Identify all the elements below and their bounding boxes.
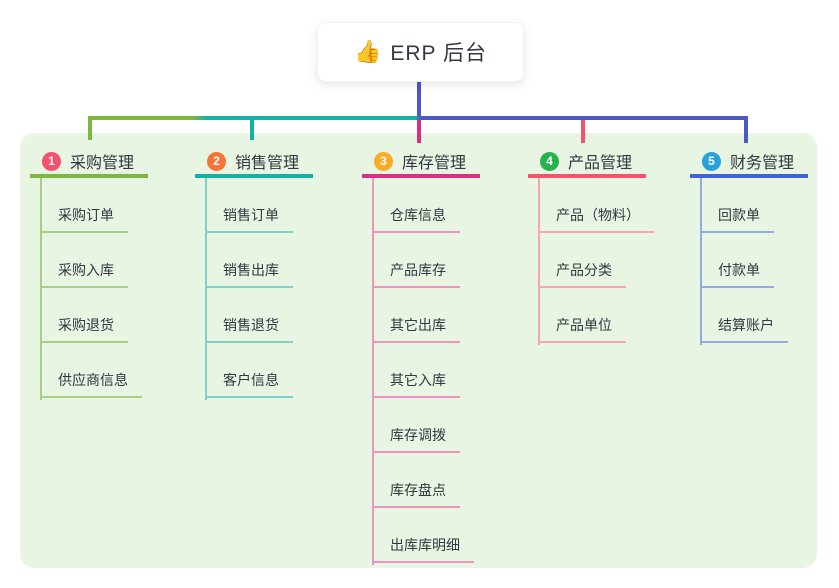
- child-row: 采购入库: [40, 233, 190, 288]
- thumbs-up-icon: 👍: [353, 39, 382, 64]
- branch: 2 销售管理 销售订单 销售出库 销售退货 客户信息: [195, 148, 355, 400]
- child-row: 销售订单: [205, 178, 355, 233]
- branch-title: 库存管理: [402, 155, 467, 172]
- child-node[interactable]: 供应商信息: [40, 370, 142, 398]
- child-node[interactable]: 销售退货: [205, 315, 293, 343]
- child-row: 付款单: [700, 233, 839, 288]
- root-node[interactable]: 👍 ERP 后台: [317, 22, 524, 82]
- child-row: 产品分类: [538, 233, 688, 288]
- branch-title: 销售管理: [235, 155, 300, 172]
- branch: 1 采购管理 采购订单 采购入库 采购退货 供应商信息: [30, 148, 190, 400]
- branch-children: 回款单 付款单 结算账户: [690, 178, 839, 345]
- branch-children: 仓库信息 产品库存 其它出库 其它入库 库存调拨 库存盘点 出库库明细: [362, 178, 522, 565]
- child-node[interactable]: 其它入库: [372, 370, 460, 398]
- child-node[interactable]: 产品（物料）: [538, 205, 654, 233]
- child-row: 出库库明细: [372, 508, 522, 563]
- child-node[interactable]: 销售出库: [205, 260, 293, 288]
- branch-children: 产品（物料） 产品分类 产品单位: [528, 178, 688, 345]
- child-row: 仓库信息: [372, 178, 522, 233]
- branch-title: 采购管理: [70, 155, 135, 172]
- child-row: 产品（物料）: [538, 178, 688, 233]
- root-connector-line: [417, 80, 421, 118]
- child-row: 客户信息: [205, 343, 355, 398]
- branch-drop-line: [88, 116, 92, 140]
- branch-number-badge: 5: [702, 151, 721, 171]
- branch-rail-line: [88, 116, 748, 120]
- branch-children: 销售订单 销售出库 销售退货 客户信息: [195, 178, 355, 400]
- child-node[interactable]: 付款单: [700, 260, 774, 288]
- child-row: 产品单位: [538, 288, 688, 343]
- branch-drop-line: [744, 116, 748, 143]
- child-node[interactable]: 仓库信息: [372, 205, 460, 233]
- branch-title: 产品管理: [568, 155, 633, 172]
- child-row: 销售退货: [205, 288, 355, 343]
- branches-panel: [20, 133, 817, 568]
- branch-header[interactable]: 3 库存管理: [362, 148, 480, 178]
- branch-number-badge: 1: [42, 151, 61, 171]
- child-row: 回款单: [700, 178, 839, 233]
- branch-number-badge: 3: [374, 151, 393, 171]
- child-node[interactable]: 产品分类: [538, 260, 626, 288]
- child-row: 其它出库: [372, 288, 522, 343]
- branch-header[interactable]: 1 采购管理: [30, 148, 148, 178]
- branch-child-connector-line: [538, 178, 540, 345]
- branch-title: 财务管理: [730, 155, 795, 172]
- branch-drop-line: [417, 120, 421, 143]
- child-node[interactable]: 销售订单: [205, 205, 293, 233]
- branch-children: 采购订单 采购入库 采购退货 供应商信息: [30, 178, 190, 400]
- child-node[interactable]: 库存盘点: [372, 480, 460, 508]
- branch-header[interactable]: 2 销售管理: [195, 148, 313, 178]
- child-row: 产品库存: [372, 233, 522, 288]
- child-node[interactable]: 出库库明细: [372, 535, 474, 563]
- child-node[interactable]: 产品单位: [538, 315, 626, 343]
- root-node-label: ERP 后台: [390, 42, 488, 65]
- child-node[interactable]: 采购退货: [40, 315, 128, 343]
- child-node[interactable]: 结算账户: [700, 315, 788, 343]
- branch-header[interactable]: 5 财务管理: [690, 148, 808, 178]
- branch: 5 财务管理 回款单 付款单 结算账户: [690, 148, 839, 345]
- child-node[interactable]: 其它出库: [372, 315, 460, 343]
- branch-number-badge: 2: [207, 151, 226, 171]
- branch: 3 库存管理 仓库信息 产品库存 其它出库 其它入库 库存调拨 库存盘点 出库库…: [362, 148, 522, 565]
- branch: 4 产品管理 产品（物料） 产品分类 产品单位: [528, 148, 688, 345]
- branch-child-connector-line: [372, 178, 374, 565]
- child-row: 其它入库: [372, 343, 522, 398]
- branch-child-connector-line: [40, 178, 42, 400]
- child-node[interactable]: 库存调拨: [372, 425, 460, 453]
- child-row: 采购订单: [40, 178, 190, 233]
- branch-header[interactable]: 4 产品管理: [528, 148, 646, 178]
- branch-child-connector-line: [205, 178, 207, 400]
- child-node[interactable]: 客户信息: [205, 370, 293, 398]
- child-row: 库存调拨: [372, 398, 522, 453]
- child-node[interactable]: 产品库存: [372, 260, 460, 288]
- child-node[interactable]: 采购入库: [40, 260, 128, 288]
- branch-number-badge: 4: [540, 151, 559, 171]
- branch-child-connector-line: [700, 178, 702, 345]
- child-row: 库存盘点: [372, 453, 522, 508]
- child-row: 供应商信息: [40, 343, 190, 398]
- branch-drop-line: [250, 120, 254, 140]
- child-node[interactable]: 采购订单: [40, 205, 128, 233]
- child-row: 结算账户: [700, 288, 839, 343]
- child-node[interactable]: 回款单: [700, 205, 774, 233]
- branch-drop-line: [581, 120, 585, 143]
- child-row: 销售出库: [205, 233, 355, 288]
- child-row: 采购退货: [40, 288, 190, 343]
